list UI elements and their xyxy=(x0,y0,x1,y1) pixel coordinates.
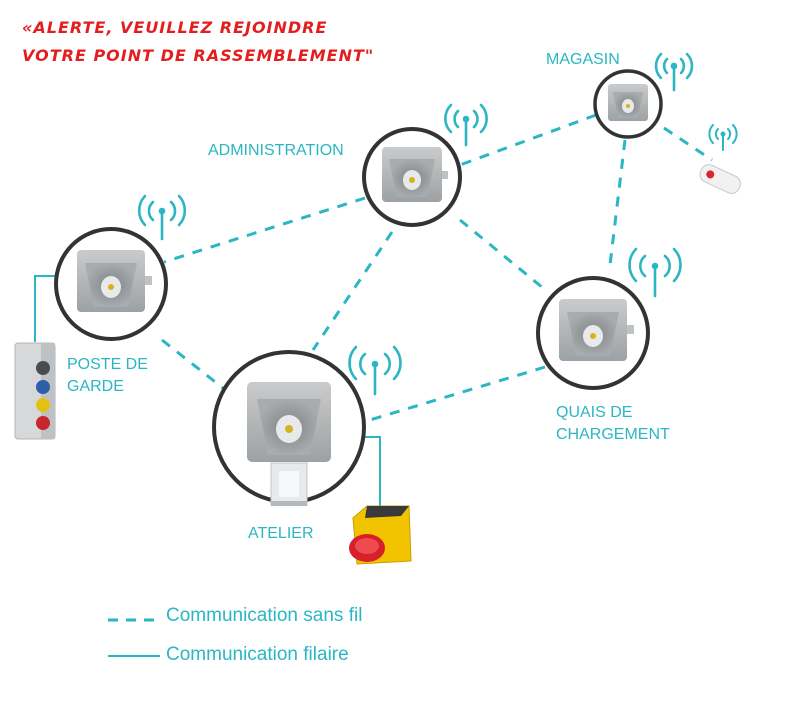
link-atelier-mushroom-button xyxy=(362,436,381,508)
link-magasin-button xyxy=(663,126,713,162)
label-administration: ADMINISTRATION xyxy=(208,142,344,159)
wireless-links xyxy=(161,113,713,422)
wireless-remote-button xyxy=(699,164,741,194)
label-quais-line-1: QUAIS DE xyxy=(556,404,633,421)
label-magasin: MAGASIN xyxy=(546,51,620,68)
link-poste-control-box xyxy=(34,275,58,342)
control-button-red xyxy=(36,416,50,430)
signal-icon-atelier xyxy=(348,345,402,396)
label-quais-line-2: CHARGEMENT xyxy=(556,426,670,443)
control-button-blue xyxy=(36,380,50,394)
signal-icon-poste xyxy=(137,194,187,241)
link-magasin-quais xyxy=(608,139,627,266)
siren-magasin xyxy=(593,69,663,139)
alert-line-2: VOTRE POINT DE RASSEMBLEMENT" xyxy=(22,46,375,65)
link-magasin-administration xyxy=(459,113,597,167)
label-quais-de-chargement: QUAIS DE CHARGEMENT xyxy=(556,402,670,446)
signal-icon-magasin xyxy=(654,52,694,92)
siren-atelier xyxy=(212,350,366,506)
alert-message: «ALERTE, VEUILLEZ REJOINDRE VOTRE POINT … xyxy=(22,14,374,70)
signal-icon-button xyxy=(708,124,738,151)
label-poste-line-2: GARDE xyxy=(67,378,124,395)
control-button-gray xyxy=(36,361,50,375)
link-administration-poste xyxy=(163,196,366,264)
label-poste-de-garde: POSTE DE GARDE xyxy=(67,354,148,398)
siren-poste-de-garde xyxy=(54,227,168,341)
siren-administration xyxy=(362,127,462,227)
label-atelier: ATELIER xyxy=(248,525,314,542)
control-box-poste xyxy=(14,342,56,440)
signal-icon-administration xyxy=(444,103,488,147)
label-poste-line-1: POSTE DE xyxy=(67,356,148,373)
signal-icon-quais xyxy=(628,247,682,298)
link-quais-atelier xyxy=(369,365,546,422)
legend-wired-label: Communication filaire xyxy=(166,644,349,665)
siren-quais-de-chargement xyxy=(536,276,650,390)
emergency-button-atelier xyxy=(349,505,412,565)
alert-line-1: «ALERTE, VEUILLEZ REJOINDRE xyxy=(22,18,328,37)
link-poste-atelier xyxy=(161,338,229,394)
wired-links xyxy=(34,275,381,508)
signal-icons xyxy=(137,52,738,396)
link-administration-quais xyxy=(459,218,549,294)
link-administration-atelier xyxy=(311,231,394,351)
control-button-yellow xyxy=(36,398,50,412)
legend-wireless-label: Communication sans fil xyxy=(166,605,363,626)
